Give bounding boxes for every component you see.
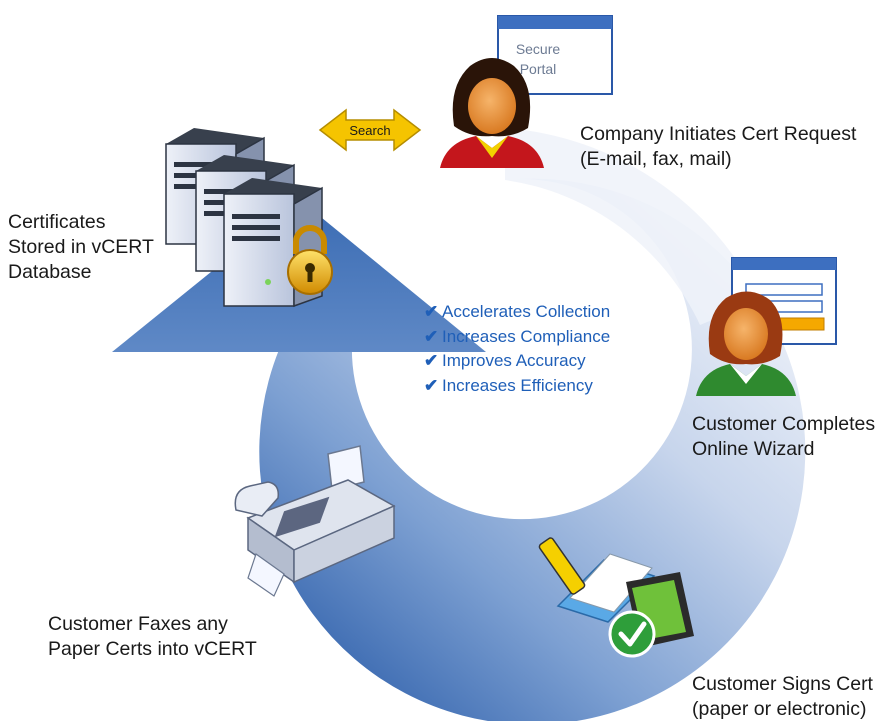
portal-text-line-2: Portal	[520, 61, 557, 77]
label-customer-faxes: Customer Faxes any Paper Certs into vCER…	[48, 613, 257, 660]
benefit-item: ✔Increases Compliance	[424, 325, 610, 350]
search-label: Search	[349, 123, 390, 138]
label-company-initiates: Company Initiates Cert Request (E-mail, …	[580, 123, 857, 170]
padlock-icon	[287, 225, 333, 295]
check-icon: ✔	[424, 375, 439, 395]
sign-document-icon	[538, 537, 694, 658]
label-certificates-stored: Certificates Stored in vCERT Database	[8, 211, 154, 283]
label-customer-completes: Customer Completes Online Wizard	[692, 413, 876, 460]
fax-machine-icon	[234, 445, 396, 597]
benefit-item: ✔Improves Accuracy	[424, 349, 610, 374]
portal-text-line-1: Secure	[516, 41, 561, 57]
benefits-checklist: ✔Accelerates Collection ✔Increases Compl…	[424, 300, 610, 398]
database-servers-icon	[165, 128, 323, 308]
check-icon: ✔	[424, 326, 439, 346]
check-icon: ✔	[424, 351, 439, 370]
cycle-ring-top	[505, 128, 760, 325]
check-icon: ✔	[424, 302, 439, 321]
company-person-icon	[440, 58, 544, 168]
benefit-item: ✔Accelerates Collection	[424, 300, 610, 325]
benefit-item: ✔Increases Efficiency	[424, 374, 610, 399]
customer-person-icon	[696, 291, 796, 396]
label-customer-signs: Customer Signs Cert (paper or electronic…	[692, 673, 873, 720]
search-arrow[interactable]: Search	[318, 108, 422, 152]
